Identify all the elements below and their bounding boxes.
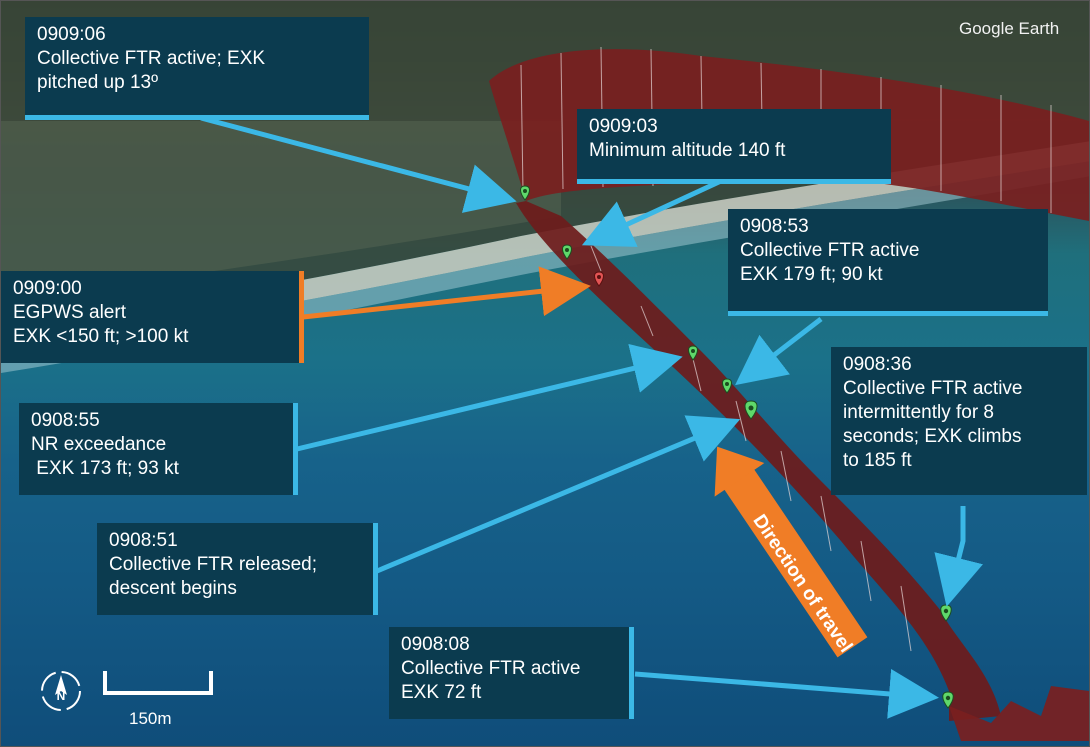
- callout-0908-55: 0908:55 NR exceedance EXK 173 ft; 93 kt: [19, 403, 293, 495]
- callout-0909-03: 0909:03 Minimum altitude 140 ft: [577, 109, 891, 179]
- pin-0909-03: [562, 244, 572, 260]
- arrow-0908-08: [634, 668, 939, 719]
- scale-bar: [103, 671, 213, 695]
- pin-0908-36: [940, 604, 952, 622]
- arrow-0909-00: [302, 266, 591, 320]
- google-earth-logo: Google Earth: [959, 19, 1060, 38]
- arrow-0908-36: [934, 506, 983, 607]
- arrow-0909-03: [581, 178, 723, 247]
- track-curtain-tail: [949, 686, 1089, 741]
- arrow-0908-51: [376, 415, 741, 574]
- svg-text:N: N: [57, 689, 66, 703]
- callout-0908-51: 0908:51 Collective FTR released; descent…: [97, 523, 373, 615]
- pin-0908-08: [942, 691, 954, 709]
- track-curtain-lower: [516, 201, 1001, 721]
- pin-0908-51: [744, 400, 758, 420]
- callout-0909-00: 0909:00 EGPWS alert EXK <150 ft; >100 kt: [1, 271, 299, 363]
- pin-0909-00: [594, 271, 604, 287]
- arrow-0908-53: [735, 317, 823, 386]
- pin-0909-06: [520, 185, 530, 201]
- suburb-area: [1, 121, 561, 301]
- compass-icon: N: [41, 671, 81, 711]
- pin-0908-53: [722, 378, 732, 394]
- direction-arrow: [714, 446, 868, 658]
- callout-0908-08: 0908:08 Collective FTR active EXK 72 ft: [389, 627, 629, 719]
- callout-0909-06: 0909:06 Collective FTR active; EXK pitch…: [25, 17, 369, 115]
- callout-0908-36: 0908:36 Collective FTR active intermitte…: [831, 347, 1087, 495]
- arrow-0909-06: [200, 115, 517, 213]
- scale-label: 150m: [129, 709, 172, 728]
- arrow-0908-55: [296, 343, 683, 452]
- callout-0908-53: 0908:53 Collective FTR active EXK 179 ft…: [728, 209, 1048, 311]
- pin-0908-55: [688, 345, 698, 361]
